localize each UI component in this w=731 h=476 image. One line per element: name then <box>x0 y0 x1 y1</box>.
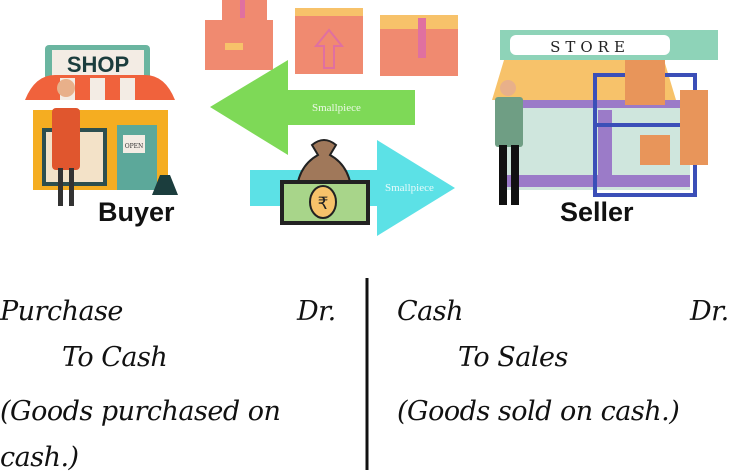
goods-arrow-left: Smallpiece <box>210 60 415 155</box>
currency-symbol: ₹ <box>318 194 329 214</box>
credit-account: To Sales <box>458 342 568 373</box>
narration: (Goods sold on cash.) <box>397 396 680 427</box>
narration-cont: cash.) <box>0 442 79 473</box>
dr-label: Dr. <box>690 296 729 327</box>
shop-building-icon: SHOP OPEN <box>25 45 178 206</box>
credit-account: To Cash <box>62 342 168 373</box>
svg-text:Smallpiece: Smallpiece <box>385 182 434 194</box>
dr-label: Dr. <box>297 296 336 327</box>
seller-label: Seller <box>560 197 634 227</box>
watermark-text: Smallpiece <box>312 102 361 114</box>
debit-account: Purchase <box>0 296 123 327</box>
svg-text:SHOP: SHOP <box>67 52 129 77</box>
store-building-icon: STORE <box>492 30 718 205</box>
narration: (Goods purchased on <box>0 396 281 427</box>
debit-account: Cash <box>397 296 464 327</box>
goods-boxes-icon <box>205 0 458 76</box>
money-bag-icon: ₹ <box>280 139 370 225</box>
svg-text:STORE: STORE <box>550 38 630 56</box>
svg-text:OPEN: OPEN <box>125 143 144 150</box>
buyer-label: Buyer <box>98 197 175 227</box>
